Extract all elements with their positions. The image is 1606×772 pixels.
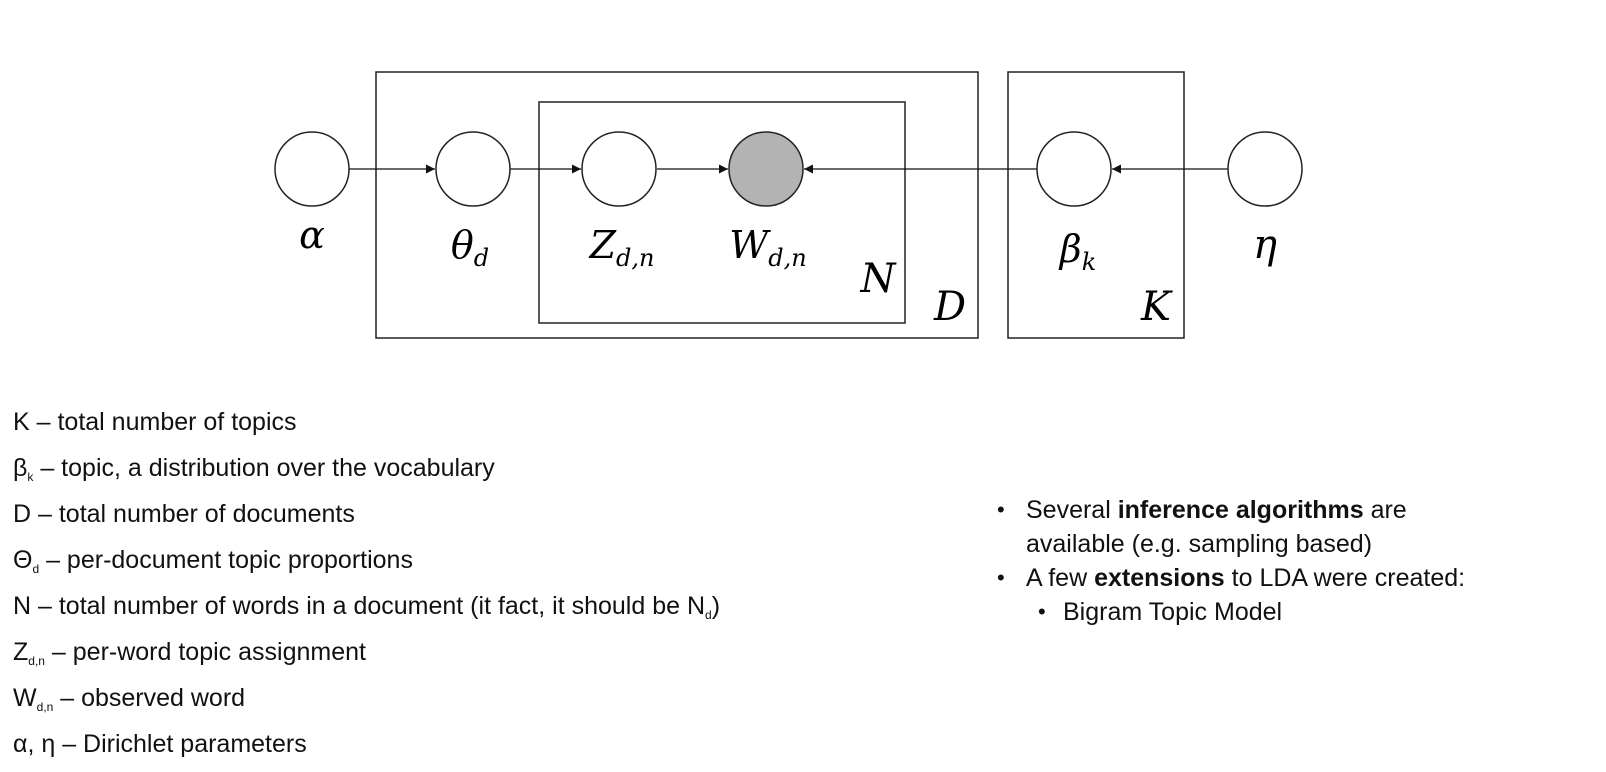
plate-n	[538, 101, 906, 324]
node-z	[581, 131, 657, 207]
label-theta: θd	[451, 223, 489, 272]
label-z: Zd,n	[589, 223, 655, 272]
legend-row: Zd,n – per-word topic assignment	[13, 638, 366, 668]
node-theta	[435, 131, 511, 207]
bullet-bigram: Bigram Topic Model	[1038, 595, 1465, 629]
legend-row: D – total number of documents	[13, 500, 355, 528]
legend-row: K – total number of topics	[13, 408, 297, 436]
label-w: Wd,n	[729, 223, 807, 272]
plate-k	[1007, 71, 1185, 339]
plate-label-k: K	[1140, 284, 1173, 330]
bullet-extensions: A few extensions to LDA were created:	[997, 561, 1465, 595]
node-w-observed	[728, 131, 804, 207]
legend-row: α, η – Dirichlet parameters	[13, 730, 307, 758]
legend-row: βk – topic, a distribution over the voca…	[13, 454, 495, 484]
label-eta: η	[1253, 222, 1277, 268]
plate-d	[375, 71, 979, 339]
plate-label-d: D	[933, 284, 966, 330]
node-beta	[1036, 131, 1112, 207]
plate-label-n: N	[860, 256, 898, 302]
notes-bullets: Several inference algorithms are availab…	[997, 493, 1465, 629]
notation-legend: K – total number of topics βk – topic, a…	[13, 404, 720, 772]
lda-plate-diagram: α θd Zd,n Wd,n βk η N D K	[274, 71, 1303, 339]
node-eta	[1227, 131, 1303, 207]
label-beta: βk	[1058, 227, 1097, 276]
label-alpha: α	[299, 213, 325, 257]
legend-row: Θd – per-document topic proportions	[13, 546, 413, 576]
bullet-inference: Several inference algorithms are availab…	[997, 493, 1465, 561]
legend-row: Wd,n – observed word	[13, 684, 246, 714]
legend-row: N – total number of words in a document …	[13, 592, 721, 622]
node-alpha	[274, 131, 350, 207]
